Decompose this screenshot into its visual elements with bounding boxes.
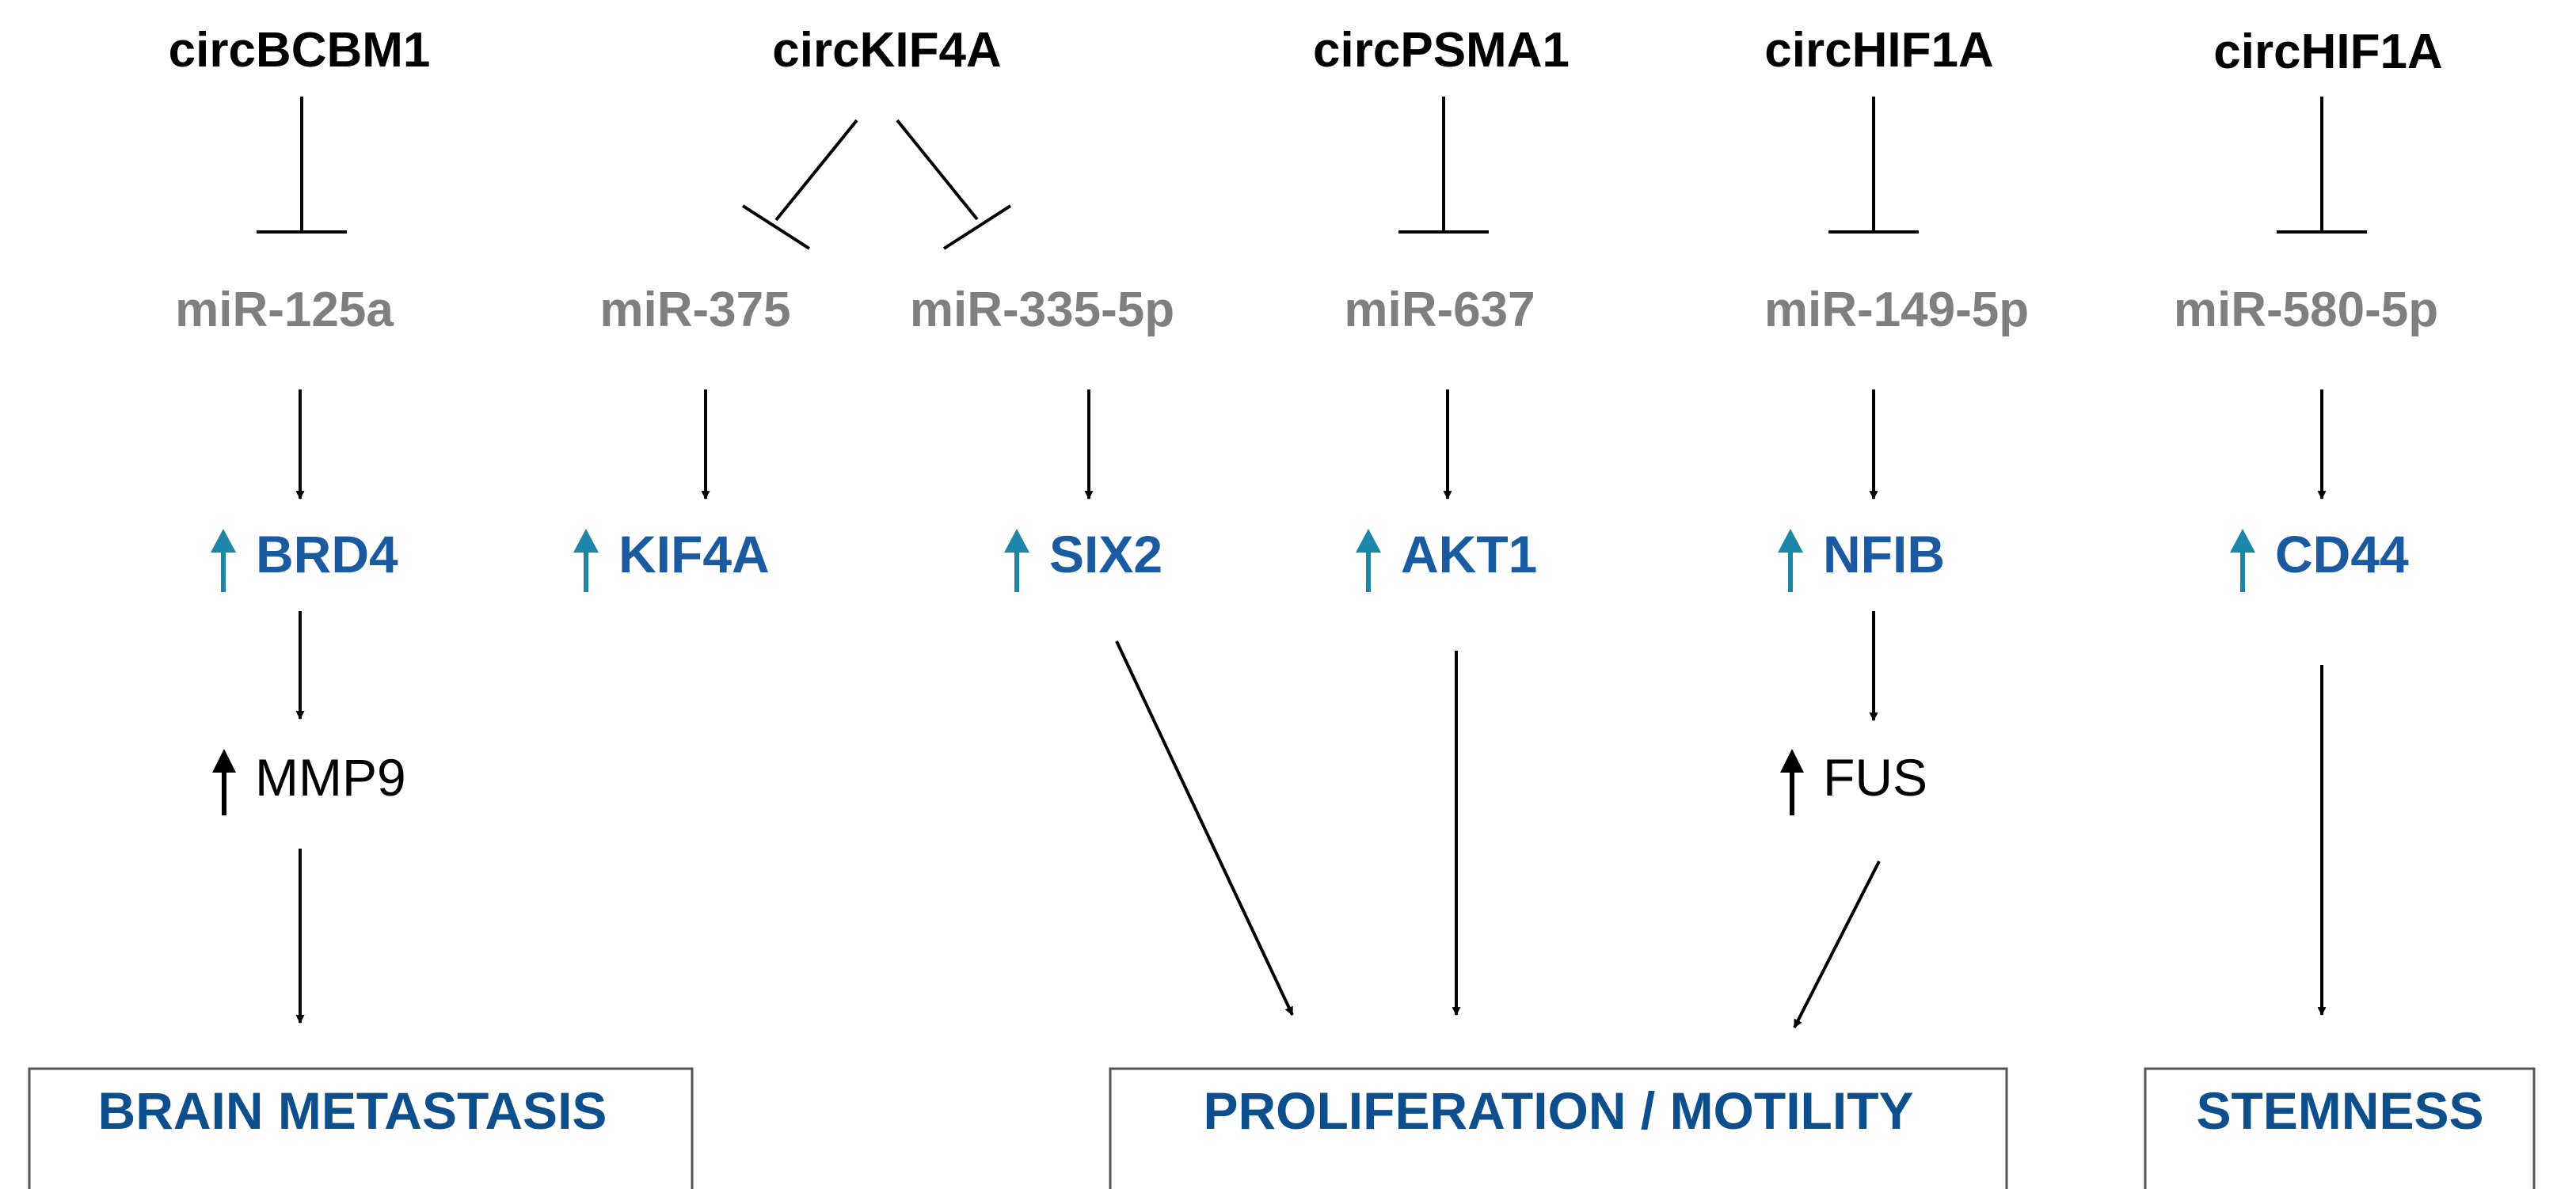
outcome-proliferation-motility: PROLIFERATION / MOTILITY [1109, 1067, 2008, 1189]
circrna-label: circHIF1A [1764, 23, 1993, 78]
t-bar-inhibition-icon [741, 119, 858, 250]
mirna-label: miR-580-5p [2174, 283, 2438, 337]
outcome-label: STEMNESS [2196, 1081, 2483, 1140]
up-arrow-icon [212, 749, 236, 815]
t-bar-inhibition-icon [896, 119, 1012, 250]
t-bar-inhibition-icon [1398, 97, 1489, 234]
outcome-label: BRAIN METASTASIS [98, 1081, 607, 1140]
outcome-label: PROLIFERATION / MOTILITY [1203, 1081, 1913, 1140]
outcome-stemness: STEMNESS [2144, 1067, 2536, 1189]
circrna-label: circHIF1A [2213, 25, 2442, 79]
gene-label: CD44 [2275, 525, 2409, 583]
mirna-label: miR-335-5p [910, 283, 1174, 337]
up-arrow-icon [1356, 529, 1381, 592]
black-arrow-diagonal-icon [1793, 860, 1881, 1028]
mirna-label: miR-637 [1344, 283, 1535, 337]
black-arrow-diagonal-icon [1115, 640, 1294, 1016]
up-arrow-icon [573, 529, 599, 592]
up-arrow-icon [1004, 529, 1029, 592]
t-bar-inhibition-icon [257, 97, 347, 234]
up-arrow-icon [1780, 749, 1804, 815]
up-arrow-icon [2230, 529, 2255, 592]
gene-label: BRD4 [256, 525, 398, 583]
up-arrow-icon [211, 529, 236, 592]
gene-label: KIF4A [618, 525, 770, 583]
downstream-gene-label: MMP9 [255, 748, 406, 807]
outcome-brain-metastasis: BRAIN METASTASIS [28, 1067, 694, 1189]
mirna-label: miR-375 [599, 283, 790, 337]
mirna-label: miR-149-5p [1764, 283, 2029, 337]
gene-label: NFIB [1823, 525, 1945, 583]
circrna-label: circBCBM1 [169, 23, 431, 78]
gene-label: AKT1 [1401, 525, 1537, 583]
circrna-label: circPSMA1 [1313, 23, 1570, 78]
mirna-label: miR-125a [175, 283, 394, 337]
t-bar-inhibition-icon [2277, 97, 2367, 234]
circrna-label: circKIF4A [772, 23, 1001, 78]
gene-label: SIX2 [1049, 525, 1162, 583]
t-bar-inhibition-icon [1828, 97, 1919, 234]
downstream-gene-label: FUS [1823, 748, 1927, 807]
up-arrow-icon [1778, 529, 1803, 592]
